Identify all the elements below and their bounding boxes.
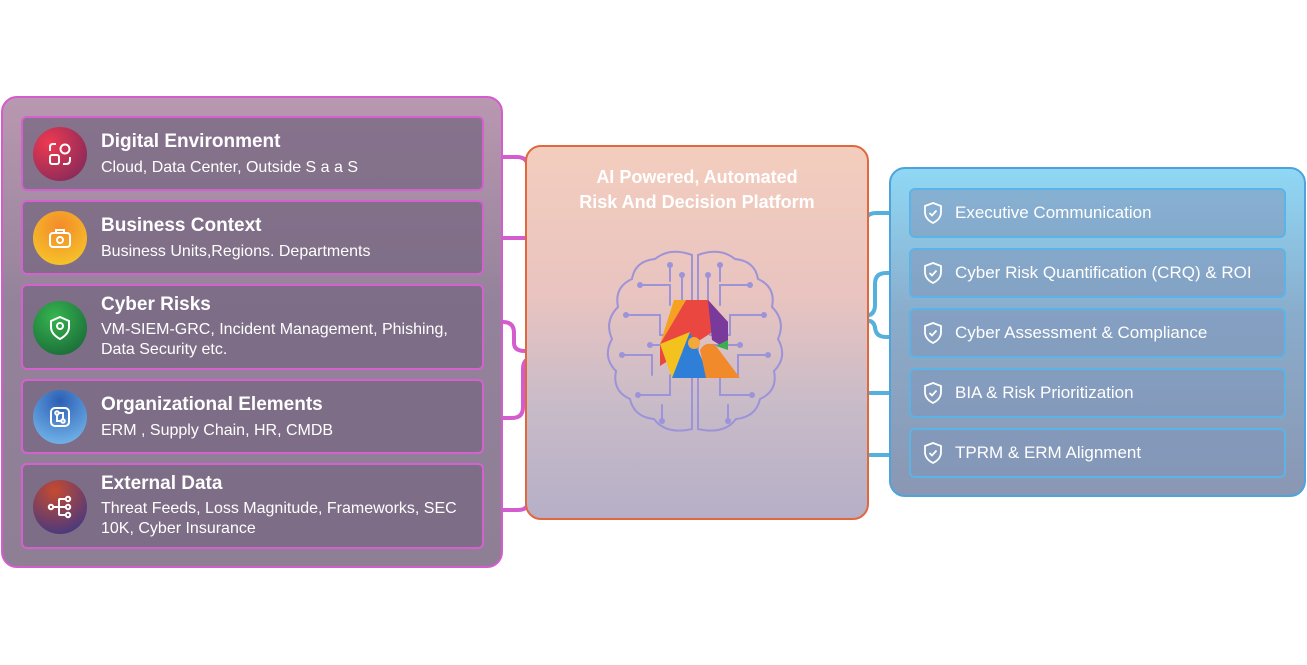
input-card-cyber-risks: Cyber Risks VM-SIEM-GRC, Incident Manage… (21, 284, 484, 370)
input-card-external-data: External Data Threat Feeds, Loss Magnitu… (21, 463, 484, 549)
output-card-tprm-erm: TPRM & ERM Alignment (909, 428, 1286, 478)
input-title: Business Context (101, 215, 262, 236)
platform-title-line1: AI Powered, Automated (596, 167, 798, 187)
input-title: Cyber Risks (101, 294, 211, 315)
output-card-crq: Cyber Risk Quantification (CRQ) & ROI (909, 248, 1286, 298)
shield-check-icon (924, 262, 942, 285)
share-nodes-icon (33, 480, 87, 534)
output-label: Executive Communication (955, 203, 1152, 222)
output-card-executive-communication: Executive Communication (909, 188, 1286, 238)
output-label: BIA & Risk Prioritization (955, 383, 1134, 402)
input-description: Business Units,Regions. Departments (101, 243, 371, 260)
shield-check-icon (924, 382, 942, 405)
shield-check-icon (924, 442, 942, 465)
output-card-assessment-compliance: Cyber Assessment & Compliance (909, 308, 1286, 358)
shield-check-icon (924, 202, 942, 225)
input-card-organizational-elements: Organizational Elements ERM , Supply Cha… (21, 379, 484, 454)
output-label: Cyber Risk Quantification (CRQ) & ROI (955, 263, 1252, 282)
flow-icon (33, 390, 87, 444)
input-description: VM-SIEM-GRC, Incident Management, Phishi… (101, 321, 448, 358)
input-card-digital-environment: Digital Environment Cloud, Data Center, … (21, 116, 484, 191)
apps-icon (33, 127, 87, 181)
input-description: Threat Feeds, Loss Magnitude, Frameworks… (101, 500, 457, 537)
connector-cyber (482, 320, 662, 353)
location-shield-icon (33, 301, 87, 355)
input-title: External Data (101, 473, 223, 494)
platform-title-line2: Risk And Decision Platform (579, 192, 815, 212)
output-label: Cyber Assessment & Compliance (955, 323, 1208, 342)
platform-logo (660, 300, 740, 378)
brain-circuit-icon (606, 250, 784, 432)
output-label: TPRM & ERM Alignment (955, 443, 1142, 462)
input-card-business-context: Business Context Business Units,Regions.… (21, 200, 484, 275)
output-card-bia: BIA & Risk Prioritization (909, 368, 1286, 418)
input-title: Organizational Elements (101, 394, 323, 415)
briefcase-icon (33, 211, 87, 265)
input-title: Digital Environment (101, 131, 281, 152)
input-description: ERM , Supply Chain, HR, CMDB (101, 422, 334, 439)
input-description: Cloud, Data Center, Outside S a a S (101, 159, 359, 176)
shield-check-icon (924, 322, 942, 345)
